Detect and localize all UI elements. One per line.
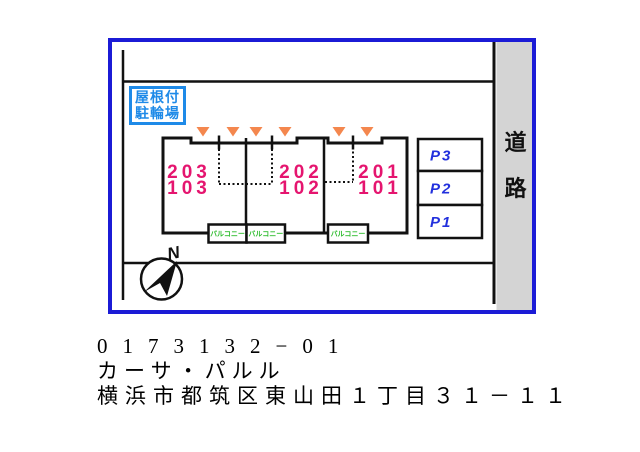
unit-number-lower: 102 <box>279 177 323 199</box>
plan-frame: バルコニー バルコニー バルコニー P3 P2 P1 N 屋根付 駐輪場 203… <box>108 38 536 314</box>
property-address: 横浜市都筑区東山田１丁目３１－１１ <box>97 384 573 408</box>
unit-number-upper: 201 <box>358 162 402 183</box>
balcony-box <box>326 223 370 244</box>
bicycle-parking-label-line2: 駐輪場 <box>135 105 180 121</box>
unit-label-201-101: 201 101 <box>354 162 406 199</box>
parking-space-label: P1 <box>430 214 452 231</box>
entry-arrow-icon <box>249 127 263 137</box>
unit-number-lower: 103 <box>167 177 211 199</box>
parking-space-label: P3 <box>430 148 452 165</box>
entry-arrow-icon <box>226 127 240 137</box>
unit-label-202-102: 202 102 <box>275 162 327 199</box>
plan-drawing: バルコニー バルコニー バルコニー P3 P2 P1 N <box>121 42 532 310</box>
entry-arrow-icon <box>196 127 210 137</box>
property-name: カーサ・パルル <box>97 359 286 383</box>
caption-block: 0173132−01 カーサ・パルル 横浜市都筑区東山田１丁目３１－１１ <box>97 334 573 409</box>
unit-label-203-103: 203 103 <box>163 162 215 199</box>
unit-number-lower: 101 <box>358 177 402 199</box>
balcony-label: バルコニー <box>248 230 283 238</box>
building-outline <box>161 136 409 235</box>
road-surface <box>496 42 532 310</box>
parking-space-label: P2 <box>430 181 452 198</box>
compass-arrow-icon <box>144 261 177 296</box>
balcony-label: バルコニー <box>210 230 245 238</box>
road-label: 道 路 <box>502 132 529 200</box>
balcony-box <box>245 223 287 244</box>
road-label-char2: 路 <box>504 176 527 201</box>
unit-number-upper: 202 <box>279 162 323 183</box>
entry-arrow-icon <box>278 127 292 137</box>
entry-arrow-icon <box>332 127 346 137</box>
parking-space-box <box>416 203 484 240</box>
bicycle-parking-label-line1: 屋根付 <box>135 89 180 105</box>
compass-north-label: N <box>165 243 182 264</box>
bicycle-parking-box: 屋根付 駐輪場 <box>129 86 186 125</box>
unit-number-upper: 203 <box>167 162 211 183</box>
balcony-label: バルコニー <box>331 230 366 238</box>
road-label-char1: 道 <box>504 130 527 155</box>
property-code: 0173132−01 <box>97 334 354 358</box>
entry-arrow-icon <box>360 127 374 137</box>
